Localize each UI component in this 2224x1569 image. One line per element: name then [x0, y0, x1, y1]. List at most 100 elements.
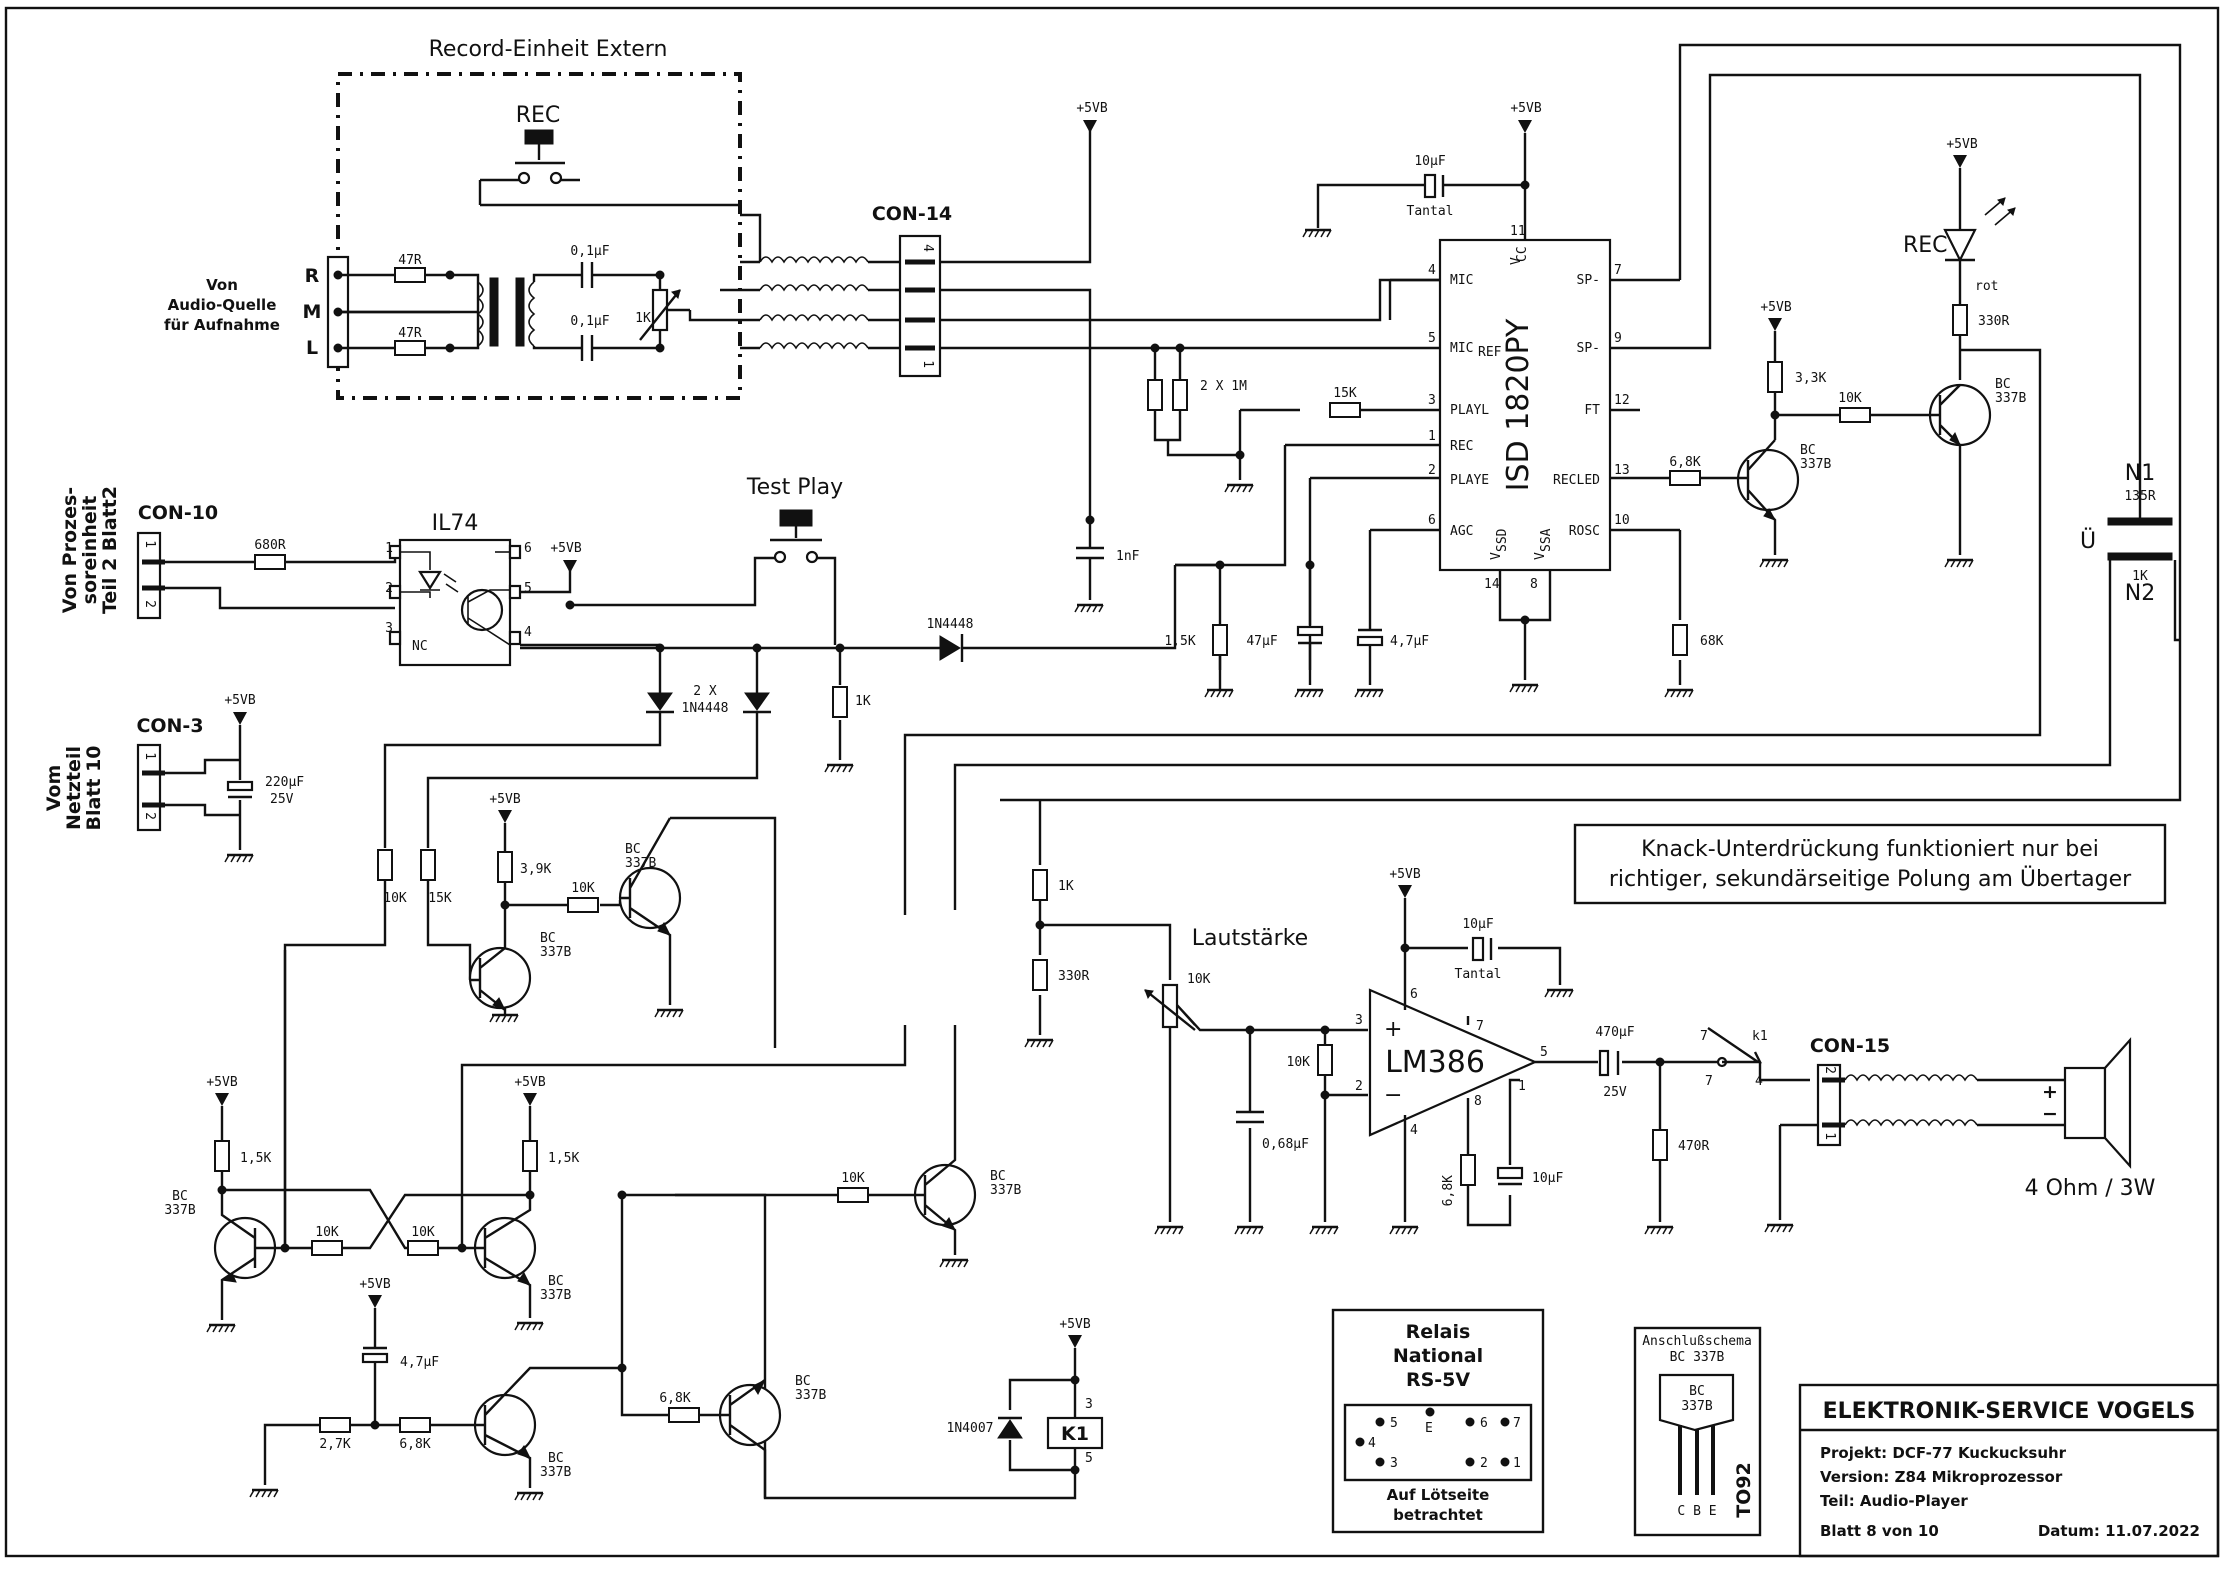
isd-pin-rec: REC — [1450, 439, 1473, 454]
lm386-p5: 5 — [1540, 1045, 1548, 1060]
speaker-label: 4 Ohm / 3W — [2025, 1176, 2156, 1201]
power-label-2: Netzteil — [63, 746, 85, 830]
r1k-vol-label: 1K — [1058, 879, 1074, 894]
title-sheet: Blatt 8 von 10 — [1820, 1522, 1939, 1540]
audio-source-label-1: Von — [206, 276, 238, 294]
supply-lm386: +5VB — [1389, 867, 1420, 882]
c4-7u-label: 4,7µF — [1390, 634, 1429, 649]
con10-optocoupler: Von Prozes- soreinheit Teil 2 Blatt2 CON… — [59, 475, 1325, 848]
con14-wiring: CON-14 4 1 +5VB 1nF — [720, 101, 1440, 614]
isd-num-5: 5 — [1428, 331, 1436, 346]
isd-pin-vcc: V — [1509, 257, 1524, 265]
r10k-b-label: 10K — [571, 881, 595, 896]
c10u-b-label: 10µF — [1532, 1171, 1563, 1186]
ue-label: Ü — [2080, 528, 2096, 554]
supply-led: +5VB — [1946, 137, 1977, 152]
n2-label: N2 — [2125, 581, 2155, 606]
con14-label: CON-14 — [872, 203, 952, 225]
relay-p3: 3 — [1085, 1397, 1093, 1412]
il74-p2: 2 — [385, 581, 393, 596]
test-play-label: Test Play — [746, 475, 843, 500]
title-date: Datum: 11.07.2022 — [2038, 1522, 2200, 1540]
lm386-plus: + — [1384, 1017, 1402, 1042]
r10k-x1-label: 10K — [315, 1225, 339, 1240]
k1-p7-label: 7 — [1705, 1074, 1713, 1089]
volume-label: Lautstärke — [1192, 926, 1308, 951]
bc-t2-2: 337B — [795, 1388, 826, 1403]
n1-label: N1 — [2125, 461, 2155, 486]
isd-num-2: 2 — [1428, 463, 1436, 478]
r10k-a-label: 10K — [383, 891, 407, 906]
c01-2-label: 0,1µF — [570, 314, 609, 329]
lm386-p7: 7 — [1476, 1019, 1484, 1034]
speaker-minus: − — [2042, 1103, 2058, 1125]
con3-power: Vom Netzteil Blatt 10 CON-3 1 2 +5VB 220… — [43, 693, 304, 864]
amplifier-stage: 1K 330R Lautstärke 10K 0,68µF 10K LM386 … — [1023, 800, 1818, 1236]
isd-num-8: 8 — [1530, 577, 1538, 592]
flipflop-stage: +5VB 1,5K BC 337B 10K 10K BC 337B +5VB 1… — [164, 950, 1077, 1500]
supply-ff-l: +5VB — [206, 1075, 237, 1090]
record-unit: Record-Einheit Extern R M L Von Audio-Qu… — [164, 37, 762, 400]
relay-pin-2: 2 — [1480, 1456, 1488, 1471]
isd-num-13: 13 — [1614, 463, 1630, 478]
speaker-plus: + — [2042, 1081, 2058, 1103]
c470-label: 470µF — [1595, 1025, 1634, 1040]
relay-pin-e: E — [1425, 1421, 1433, 1436]
isd-pin-micref-sub: REF — [1478, 345, 1502, 360]
audio-source-label-3: für Aufnahme — [164, 316, 280, 334]
pinout-package: TO92 — [1733, 1462, 1755, 1518]
relay-pin-3: 3 — [1390, 1456, 1398, 1471]
isd-pin-playe: PLAYE — [1450, 473, 1489, 488]
il74-label: IL74 — [432, 511, 479, 536]
con10-pin2: 2 — [142, 600, 157, 608]
title-block: ELEKTRONIK-SERVICE VOGELS Projekt: DCF-7… — [1798, 1383, 2220, 1558]
d2x-type-label: 1N4448 — [682, 701, 729, 716]
bc-t1-2: 337B — [540, 1465, 571, 1480]
isd-pin-vssa-sub: SSA — [1539, 528, 1554, 552]
power-label-1: Vom — [43, 765, 65, 812]
con3-connector — [136, 743, 162, 832]
bc-mid2-2: 337B — [625, 856, 656, 871]
process-label-2: soreinheit — [79, 496, 101, 605]
relay-pin-5: 5 — [1390, 1416, 1398, 1431]
process-label-3: Teil 2 Blatt2 — [99, 486, 121, 614]
r470-label: 470R — [1678, 1139, 1709, 1154]
con15-label: CON-15 — [1810, 1035, 1890, 1057]
isd-pin-playl: PLAYL — [1450, 403, 1489, 418]
r330-led-label: 330R — [1978, 314, 2009, 329]
c470v-label: 25V — [1603, 1085, 1627, 1100]
r1-5k-label: 1,5K — [1164, 634, 1195, 649]
r10k-amp-label: 10K — [1287, 1055, 1311, 1070]
il74-p4: 4 — [524, 625, 532, 640]
r680-label: 680R — [254, 538, 285, 553]
con3-pin2: 2 — [142, 812, 157, 820]
timing-stage: 10K 15K BC 337B +5VB 3,9K 10K BC 337B — [283, 792, 777, 1248]
lm386-p3: 3 — [1355, 1013, 1363, 1028]
il74-p5: 5 — [524, 581, 532, 596]
note-box: Knack-Unterdrückung funktioniert nur bei… — [1573, 823, 2167, 905]
title-project: Projekt: DCF-77 Kuckucksuhr — [1820, 1444, 2067, 1462]
tantal-label: Tantal — [1407, 204, 1454, 219]
pinout-title-2: BC 337B — [1670, 1350, 1725, 1365]
r330-vol-label: 330R — [1058, 969, 1089, 984]
bc-mid2-1: BC — [625, 842, 641, 857]
isd-num-10: 10 — [1614, 513, 1630, 528]
r47-2-label: 47R — [398, 326, 422, 341]
isd-pin-rosc: ROSC — [1569, 524, 1600, 539]
con14-pin4: 4 — [920, 244, 935, 252]
isd-pin-vssa: V — [1533, 552, 1548, 560]
input-r-label: R — [305, 265, 320, 287]
supply-il74: +5VB — [550, 541, 581, 556]
r1-5k-l-label: 1,5K — [240, 1151, 271, 1166]
con14-connector — [898, 234, 942, 378]
con3-pin1: 1 — [142, 752, 157, 760]
c47u-label: 47µF — [1246, 634, 1277, 649]
k1-switch-label: k1 — [1752, 1029, 1768, 1044]
bc-mid1-2: 337B — [540, 945, 571, 960]
c068-label: 0,68µF — [1262, 1137, 1309, 1152]
isd-pin-micref: MIC — [1450, 341, 1473, 356]
lm386-p6: 6 — [1410, 987, 1418, 1002]
isd-num-3: 3 — [1428, 393, 1436, 408]
c10u-amp-label: 10µF — [1462, 917, 1493, 932]
title-part: Teil: Audio-Player — [1820, 1492, 1968, 1510]
